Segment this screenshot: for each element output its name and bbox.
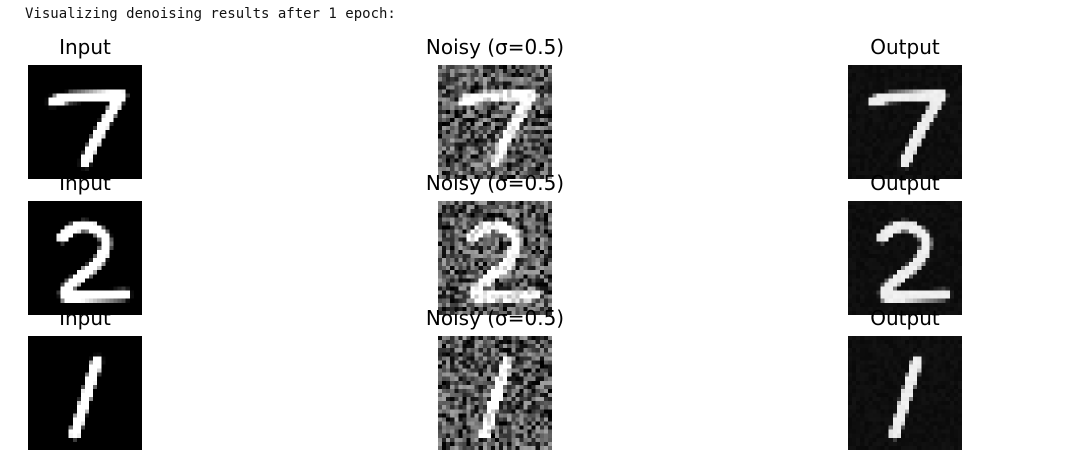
digit-image	[28, 336, 142, 450]
subplot-title: Input	[59, 35, 111, 59]
cell-output-text: Visualizing denoising results after 1 ep…	[25, 6, 396, 22]
digit-canvas	[848, 201, 962, 315]
digit-canvas	[438, 65, 552, 179]
subplot-title: Output	[870, 306, 940, 330]
digit-image	[438, 201, 552, 315]
subplot-title: Input	[59, 306, 111, 330]
digit-canvas	[28, 201, 142, 315]
digit-canvas	[28, 65, 142, 179]
digit-image	[438, 65, 552, 179]
digit-image	[848, 65, 962, 179]
digit-image	[848, 336, 962, 450]
digit-image	[848, 201, 962, 315]
subplot-title: Noisy (σ=0.5)	[425, 35, 565, 59]
digit-canvas	[848, 336, 962, 450]
subplot-title: Noisy (σ=0.5)	[425, 306, 565, 330]
digit-canvas	[848, 65, 962, 179]
subplot-title: Output	[870, 171, 940, 195]
digit-canvas	[28, 336, 142, 450]
digit-canvas	[438, 201, 552, 315]
digit-canvas	[438, 336, 552, 450]
digit-image	[28, 201, 142, 315]
subplot-title: Output	[870, 35, 940, 59]
digit-image	[28, 65, 142, 179]
digit-image	[438, 336, 552, 450]
subplot-title: Noisy (σ=0.5)	[425, 171, 565, 195]
subplot-title: Input	[59, 171, 111, 195]
